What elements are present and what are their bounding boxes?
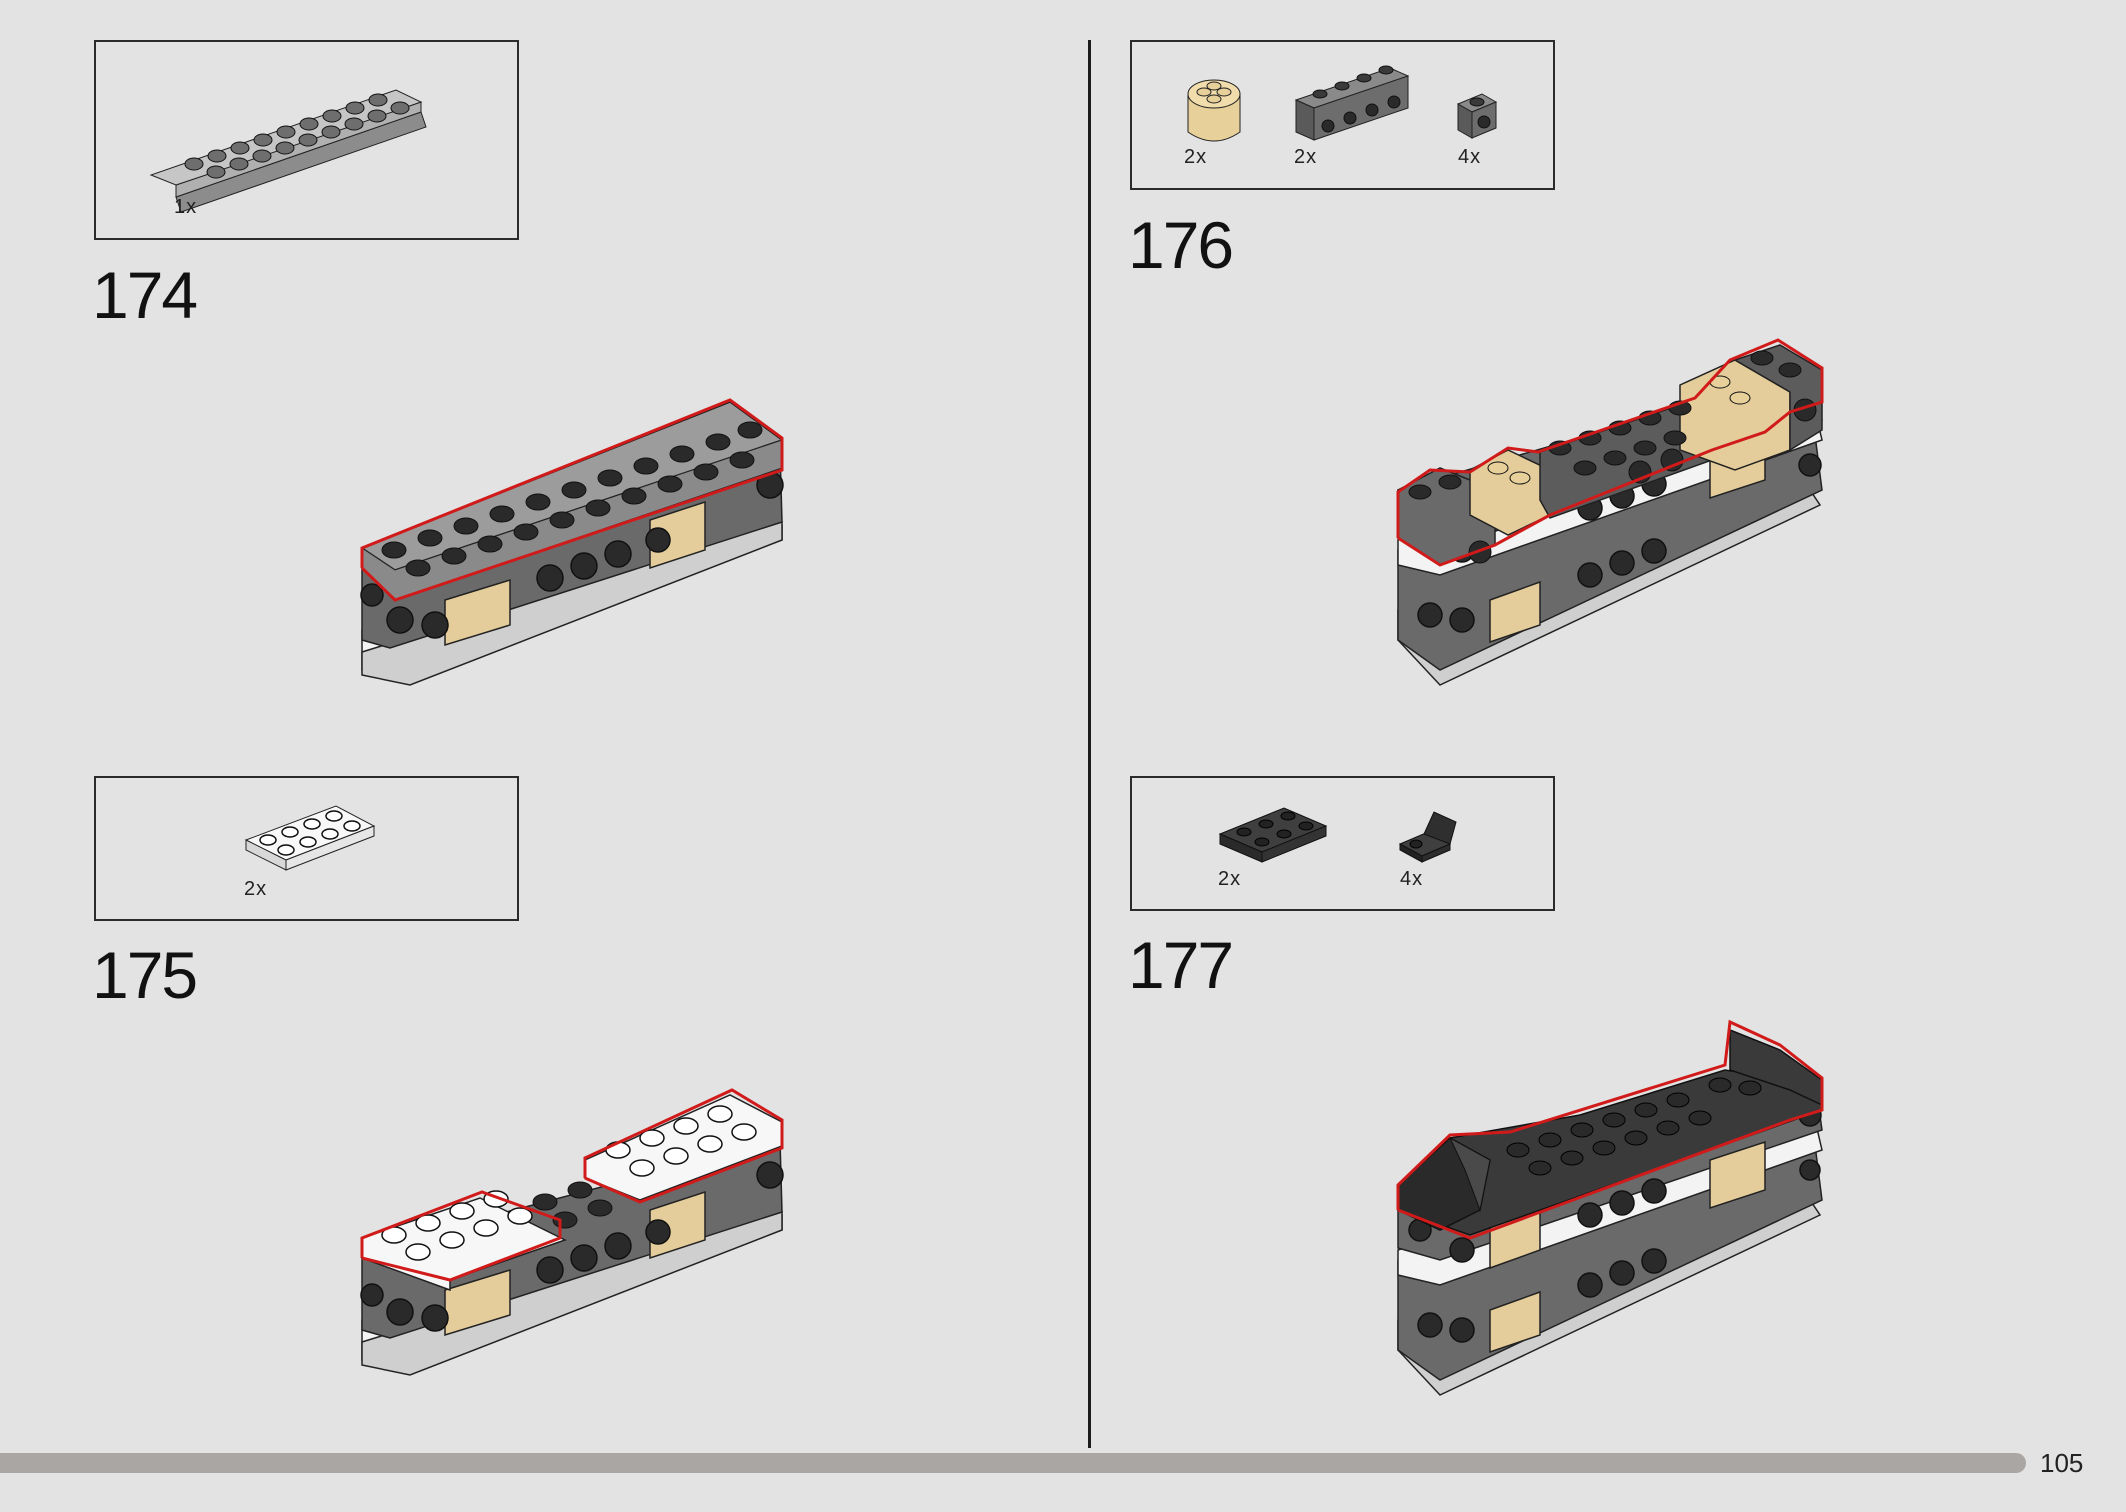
progress-bar [0,1453,2026,1473]
parts-callout-step-176: 2x 2x 4x [1130,40,1555,190]
gray-plate-2x10-icon [149,89,427,213]
part-quantity: 2x [244,878,268,900]
parts-callout-step-177: 2x 4x [1130,776,1555,911]
dark-gray-brick-1x1-stud-icon [1456,93,1498,139]
part-quantity: 2x [1218,868,1242,890]
part-quantity: 2x [1184,146,1208,168]
parts-callout-step-174: 1x [94,40,519,240]
assembly-illustration-step-175 [360,1088,784,1376]
step-number-175: 175 [92,938,198,1012]
assembly-illustration-step-177 [1396,1019,1824,1396]
progress-bar-fill [0,1453,2026,1473]
parts-callout-step-175: 2x [94,776,519,921]
page-number: 105 [2040,1448,2084,1478]
assembly-illustration-step-176 [1396,338,1824,686]
part-quantity: 4x [1458,146,1482,168]
part-quantity: 1x [174,196,198,218]
part-quantity: 4x [1400,868,1424,890]
black-plate-2x3-icon [1218,807,1328,863]
step-number-177: 177 [1128,928,1234,1002]
part-quantity: 2x [1294,146,1318,168]
step-number-176: 176 [1128,208,1234,282]
step-number-174: 174 [92,258,198,332]
assembly-illustration-step-174 [360,398,784,686]
page-divider [1088,40,1091,1448]
dark-gray-brick-studs-icon [1294,65,1410,141]
white-plate-2x4-icon [244,805,376,871]
black-bracket-icon [1398,811,1457,863]
tan-round-brick-icon [1187,79,1241,142]
